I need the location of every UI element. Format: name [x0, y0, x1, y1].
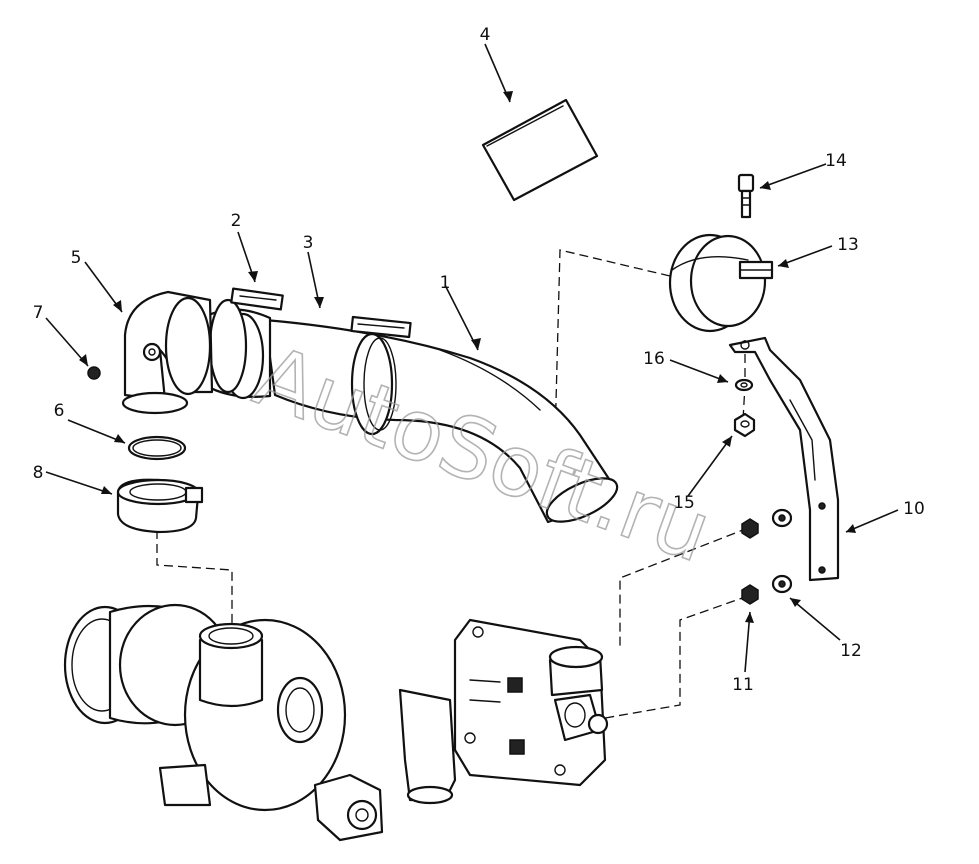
callout-5: 5 [71, 248, 82, 268]
part-15-nut [733, 412, 756, 438]
callout-3: 3 [303, 233, 314, 253]
part-14-bolt [737, 173, 755, 219]
callout-14: 14 [825, 151, 847, 171]
part-11-nut [741, 518, 759, 605]
callout-10: 10 [903, 499, 925, 519]
callout-13: 13 [837, 235, 859, 255]
part-10-support-bracket [728, 336, 840, 582]
aftercooler-housing [398, 618, 609, 805]
callout-2: 2 [231, 211, 242, 231]
callout-12: 12 [840, 641, 862, 661]
part-5-elbow [121, 290, 214, 415]
part-13-band-clamp [668, 233, 774, 333]
callout-6: 6 [54, 401, 65, 421]
part-12-washer [771, 508, 793, 594]
callout-1: 1 [440, 273, 451, 293]
callout-labels: 1 2 3 4 5 6 7 8 10 11 12 13 14 15 16 [33, 25, 925, 695]
turbocharger [63, 603, 384, 842]
part-2-hose-clamp [208, 287, 412, 436]
callout-7: 7 [33, 303, 44, 323]
callout-arrowheads [79, 91, 856, 623]
part-7-plug [87, 366, 101, 380]
callout-8: 8 [33, 463, 44, 483]
part-6-o-ring [127, 435, 187, 461]
part-8-v-band-clamp [116, 478, 204, 534]
callout-15: 15 [673, 493, 695, 513]
part-16-washer [734, 378, 754, 392]
part-4-decal [481, 98, 599, 202]
callout-16: 16 [643, 349, 665, 369]
callout-11: 11 [732, 675, 754, 695]
callout-4: 4 [480, 25, 491, 45]
